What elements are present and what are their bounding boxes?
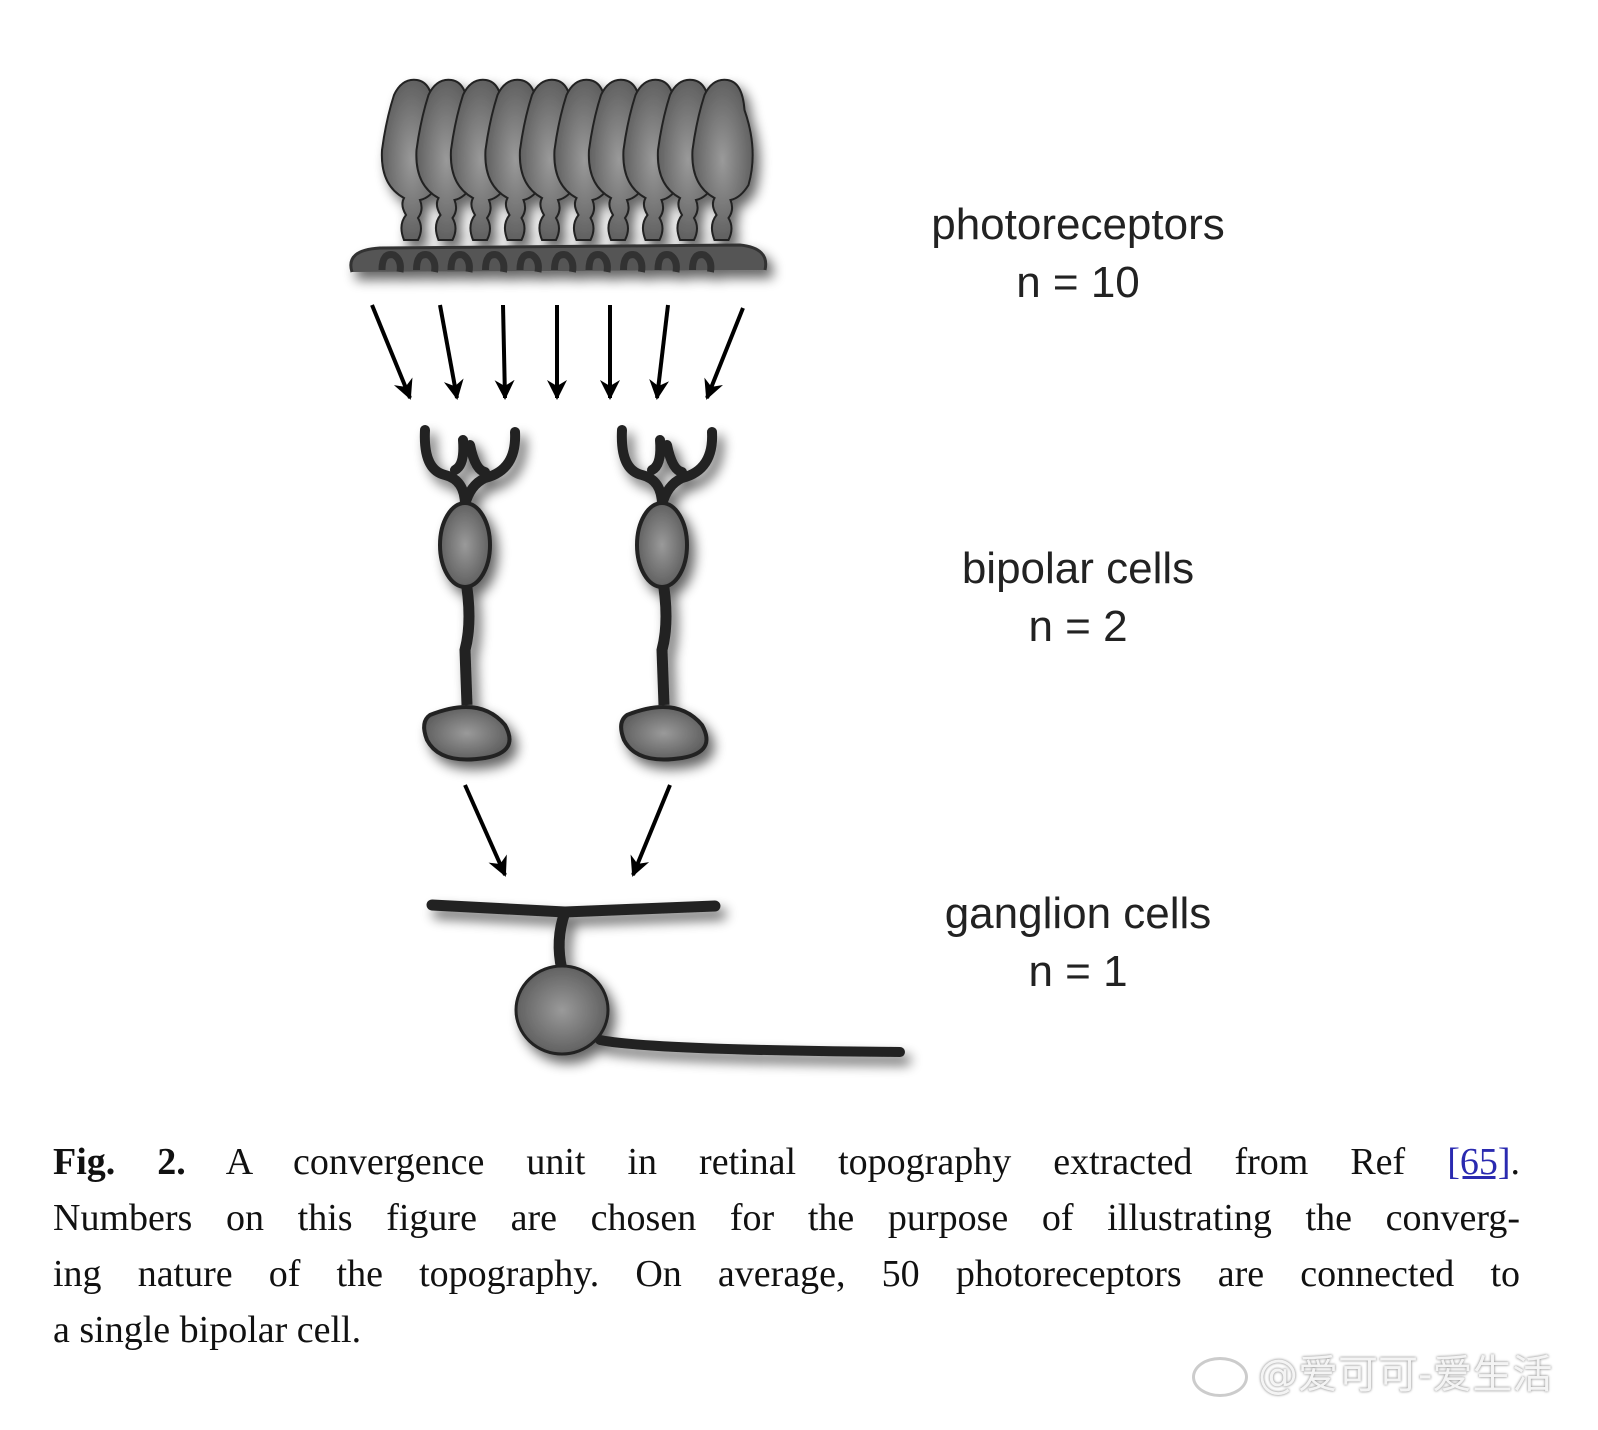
bipolar-cell <box>419 425 521 762</box>
label-count: n = 2 <box>1028 602 1128 651</box>
arrow <box>370 304 413 400</box>
label-ganglion-cells: ganglion cells n = 1 <box>828 885 1328 1001</box>
weibo-icon <box>1192 1357 1248 1397</box>
arrow <box>704 307 745 400</box>
caption-line: Numbers on this figure are chosen for th… <box>53 1197 1520 1239</box>
label-photoreceptors: photoreceptors n = 10 <box>828 196 1328 312</box>
ganglion-cell <box>426 899 905 1057</box>
arrow <box>463 784 507 877</box>
arrow <box>649 304 670 400</box>
arrows-to-ganglion <box>463 784 672 877</box>
figure-label: Fig. 2. <box>53 1141 186 1183</box>
retina-convergence-diagram <box>349 78 905 1057</box>
label-name: photoreceptors <box>931 200 1225 249</box>
photoreceptor-layer <box>349 78 768 273</box>
label-name: bipolar cells <box>961 544 1195 593</box>
caption-line: a single bipolar cell. <box>53 1309 362 1351</box>
figure-caption: Fig. 2. A convergence unit in retinal to… <box>53 1134 1520 1358</box>
caption-text: A convergence unit in retinal topography… <box>225 1141 1406 1183</box>
arrow <box>630 784 672 877</box>
photoreceptor-cell <box>689 78 754 273</box>
reference-link[interactable]: [65] <box>1447 1141 1511 1183</box>
caption-line: Fig. 2. A convergence unit in retinal to… <box>53 1134 1520 1190</box>
caption-line: ing nature of the topography. On average… <box>53 1253 1520 1295</box>
caption-period: . <box>1510 1141 1521 1183</box>
label-name: ganglion cells <box>944 889 1212 938</box>
label-count: n = 1 <box>1028 947 1128 996</box>
label-count: n = 10 <box>1016 258 1140 307</box>
arrow <box>438 304 464 400</box>
label-bipolar-cells: bipolar cells n = 2 <box>828 540 1328 656</box>
bipolar-layer <box>419 425 718 762</box>
watermark: @爱可可-爱生活 <box>1192 1342 1552 1400</box>
bipolar-cell <box>616 425 718 762</box>
arrows-to-bipolar <box>370 304 745 400</box>
arrow <box>494 304 515 400</box>
watermark-text: @爱可可-爱生活 <box>1258 1352 1553 1398</box>
